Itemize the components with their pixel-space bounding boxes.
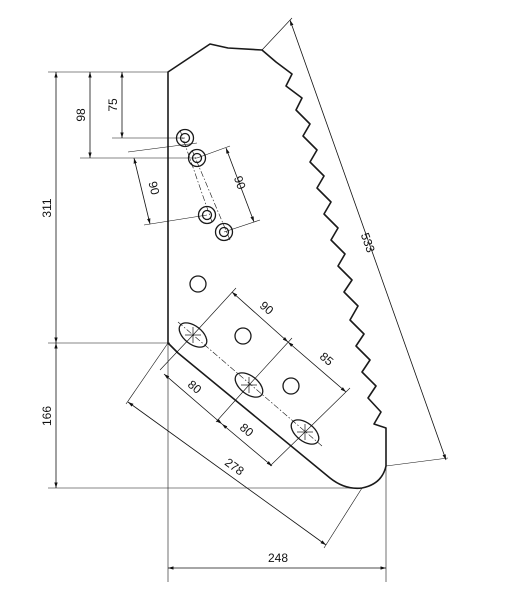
plain-hole [282,377,300,395]
plain-hole [189,275,207,293]
dim-311: 311 [40,71,170,344]
dim-hole-pitch-right-label: 90 [231,174,249,192]
dim-hole-pitch-left: 90 [127,142,208,226]
dim-80-first-label: 80 [185,377,204,397]
dim-98-label: 98 [74,108,88,122]
dim-75: 75 [106,72,185,139]
dim-75-label: 75 [106,98,120,112]
dim-166-label: 166 [40,406,54,426]
blade-outline [167,43,387,490]
dim-80-second-label: 80 [237,420,256,440]
plain-hole [234,327,252,345]
upper-hole-group [175,128,234,242]
dim-166: 166 [40,343,362,489]
dim-278-label: 278 [222,455,247,478]
dim-98: 98 [74,72,197,159]
dim-hole-pitch-left-label: 90 [145,180,162,197]
dim-533: 533 [261,17,449,467]
dim-311-label: 311 [40,198,54,217]
dim-248-label: 248 [268,551,288,565]
dim-533-label: 533 [358,231,378,255]
dim-hole-pitch-right: 90 [196,145,261,233]
dim-slot-90-label: 90 [257,298,276,318]
dim-248: 248 [167,343,387,582]
dim-85-label: 85 [317,349,336,369]
